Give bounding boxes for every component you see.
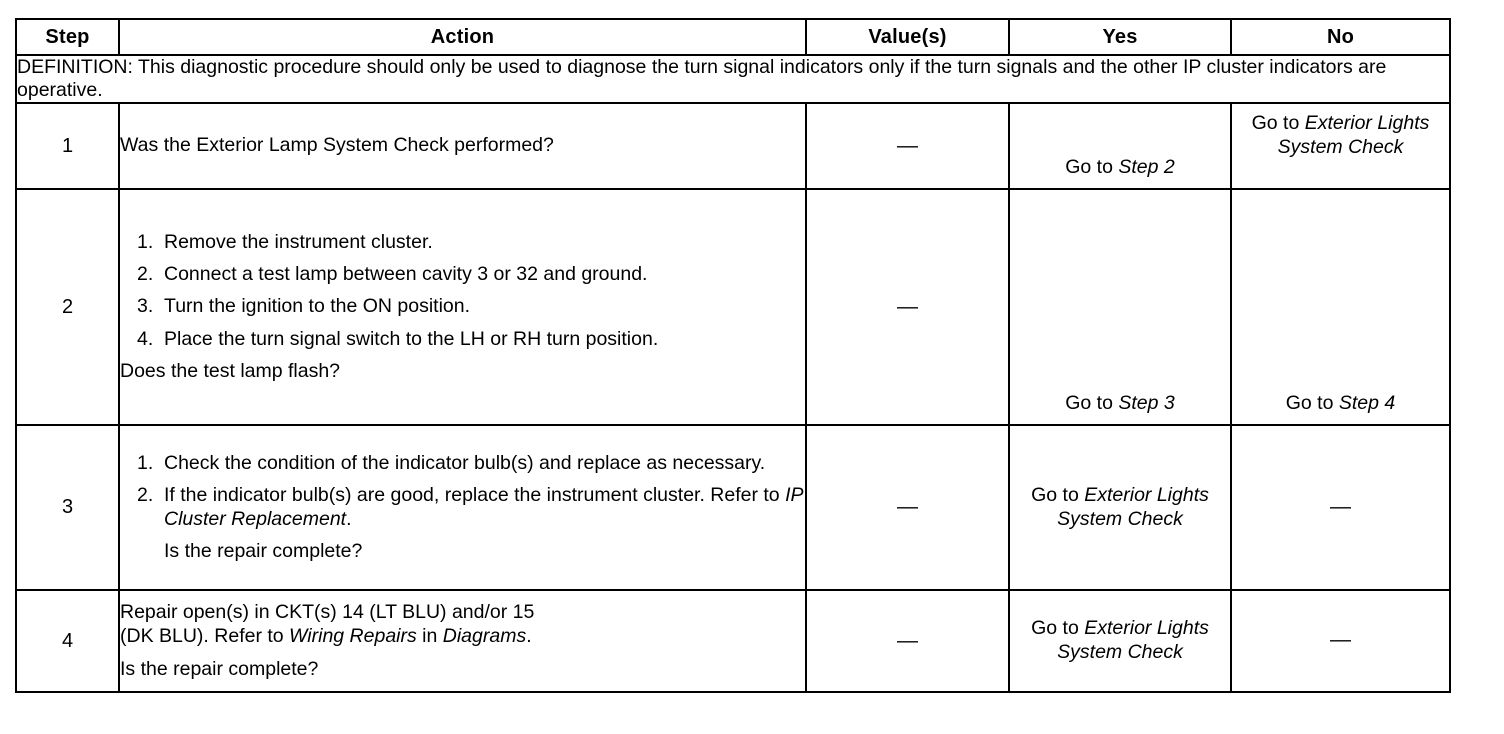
no-reference: Step 4 <box>1338 392 1396 415</box>
action-cell: Was the Exterior Lamp System Check perfo… <box>118 102 807 190</box>
action-cell: Repair open(s) in CKT(s) 14 (LT BLU) and… <box>118 589 807 693</box>
list-item: 2. If the indicator bulb(s) are good, re… <box>120 484 805 531</box>
list-item-text: Remove the instrument cluster. <box>164 230 433 253</box>
list-item-number: 3. <box>137 295 154 318</box>
action-substep-list: 1. Remove the instrument cluster. 2. Con… <box>120 231 805 352</box>
em-dash: — <box>1330 628 1351 652</box>
action-question: Does the test lamp flash? <box>120 360 341 383</box>
list-item-number: 4. <box>137 327 154 350</box>
no-prefix: Go to <box>1285 392 1339 415</box>
action-line-2-prefix: (DK BLU). Refer to <box>120 624 290 647</box>
value-cell: — <box>805 424 1010 591</box>
action-line-2-joiner: in <box>416 624 443 647</box>
yes-cell: Go to Exterior Lights System Check <box>1008 589 1232 693</box>
list-item-text: Check the condition of the indicator bul… <box>164 451 766 474</box>
no-cell: Go to Step 4 <box>1230 188 1451 426</box>
em-dash: — <box>897 133 918 157</box>
list-item: 1. Remove the instrument cluster. <box>120 231 805 254</box>
definition-row: DEFINITION: This diagnostic procedure sh… <box>15 54 1451 104</box>
list-item-number: 1. <box>137 451 154 474</box>
yes-cell: Go to Step 2 <box>1008 102 1232 190</box>
list-item-number: 1. <box>137 230 154 253</box>
table-row: 1 Was the Exterior Lamp System Check per… <box>15 102 1451 190</box>
step-number: 4 <box>15 589 120 693</box>
action-reference-wiring-repairs: Wiring Repairs <box>289 624 417 647</box>
value-cell: — <box>805 589 1010 693</box>
value-cell: — <box>805 102 1010 190</box>
column-header-step: Step <box>15 18 120 56</box>
no-cell: — <box>1230 424 1451 591</box>
list-item: 4. Place the turn signal switch to the L… <box>120 328 805 351</box>
yes-reference: Exterior Lights System Check <box>1057 483 1209 530</box>
em-dash: — <box>897 294 918 318</box>
action-text: Was the Exterior Lamp System Check perfo… <box>120 134 554 157</box>
list-item-text-after: . <box>346 507 352 530</box>
column-header-no: No <box>1230 18 1451 56</box>
no-reference: Exterior Lights System Check <box>1277 112 1430 158</box>
yes-prefix: Go to <box>1065 156 1119 179</box>
yes-prefix: Go to <box>1031 617 1085 640</box>
action-substep-list: 1. Check the condition of the indicator … <box>120 452 805 531</box>
definition-text: DEFINITION: This diagnostic procedure sh… <box>15 54 1451 104</box>
diagnostic-procedure-table: Step Action Value(s) Yes No DEFINITION: … <box>15 18 1451 693</box>
em-dash: — <box>897 495 918 518</box>
list-item-number: 2. <box>137 484 154 507</box>
list-item-number: 2. <box>137 262 154 285</box>
step-number: 3 <box>15 424 120 591</box>
action-question: Is the repair complete? <box>164 539 363 562</box>
list-item: 3. Turn the ignition to the ON position. <box>120 295 805 318</box>
yes-prefix: Go to <box>1031 483 1085 506</box>
table-row: 4 Repair open(s) in CKT(s) 14 (LT BLU) a… <box>15 589 1451 693</box>
yes-reference: Step 3 <box>1118 392 1175 415</box>
action-line-1: Repair open(s) in CKT(s) 14 (LT BLU) and… <box>120 601 535 624</box>
list-item-text: Turn the ignition to the ON position. <box>164 295 471 318</box>
column-header-yes: Yes <box>1008 18 1232 56</box>
list-item-text: Place the turn signal switch to the LH o… <box>164 327 659 350</box>
action-cell: 1. Check the condition of the indicator … <box>118 424 807 591</box>
action-reference-diagrams: Diagrams <box>442 624 527 647</box>
value-cell: — <box>805 188 1010 426</box>
no-cell: — <box>1230 589 1451 693</box>
action-question: Is the repair complete? <box>120 657 319 680</box>
action-cell: 1. Remove the instrument cluster. 2. Con… <box>118 188 807 426</box>
column-header-action: Action <box>118 18 807 56</box>
no-cell: Go to Exterior Lights System Check <box>1230 102 1451 190</box>
list-item: 1. Check the condition of the indicator … <box>120 452 805 475</box>
list-item-text: If the indicator bulb(s) are good, repla… <box>164 484 786 507</box>
step-number: 2 <box>15 188 120 426</box>
yes-prefix: Go to <box>1065 392 1119 415</box>
table-row: 3 1. Check the condition of the indicato… <box>15 424 1451 591</box>
list-item-reference: IP Cluster Replacement <box>164 484 803 530</box>
action-line-2-period: . <box>526 624 532 647</box>
column-header-values: Value(s) <box>805 18 1010 56</box>
yes-cell: Go to Step 3 <box>1008 188 1232 426</box>
table-row: 2 1. Remove the instrument cluster. 2. C… <box>15 188 1451 426</box>
action-text: Repair open(s) in CKT(s) 14 (LT BLU) and… <box>120 601 805 649</box>
step-number: 1 <box>15 102 120 190</box>
yes-reference: Exterior Lights System Check <box>1057 617 1209 663</box>
yes-cell: Go to Exterior Lights System Check <box>1008 424 1232 591</box>
list-item: 2. Connect a test lamp between cavity 3 … <box>120 263 805 286</box>
em-dash: — <box>897 628 918 652</box>
list-item-text: Connect a test lamp between cavity 3 or … <box>164 262 648 285</box>
no-prefix: Go to <box>1251 112 1305 134</box>
em-dash: — <box>1330 494 1351 518</box>
table-header-row: Step Action Value(s) Yes No <box>15 18 1451 56</box>
yes-reference: Step 2 <box>1118 156 1175 179</box>
